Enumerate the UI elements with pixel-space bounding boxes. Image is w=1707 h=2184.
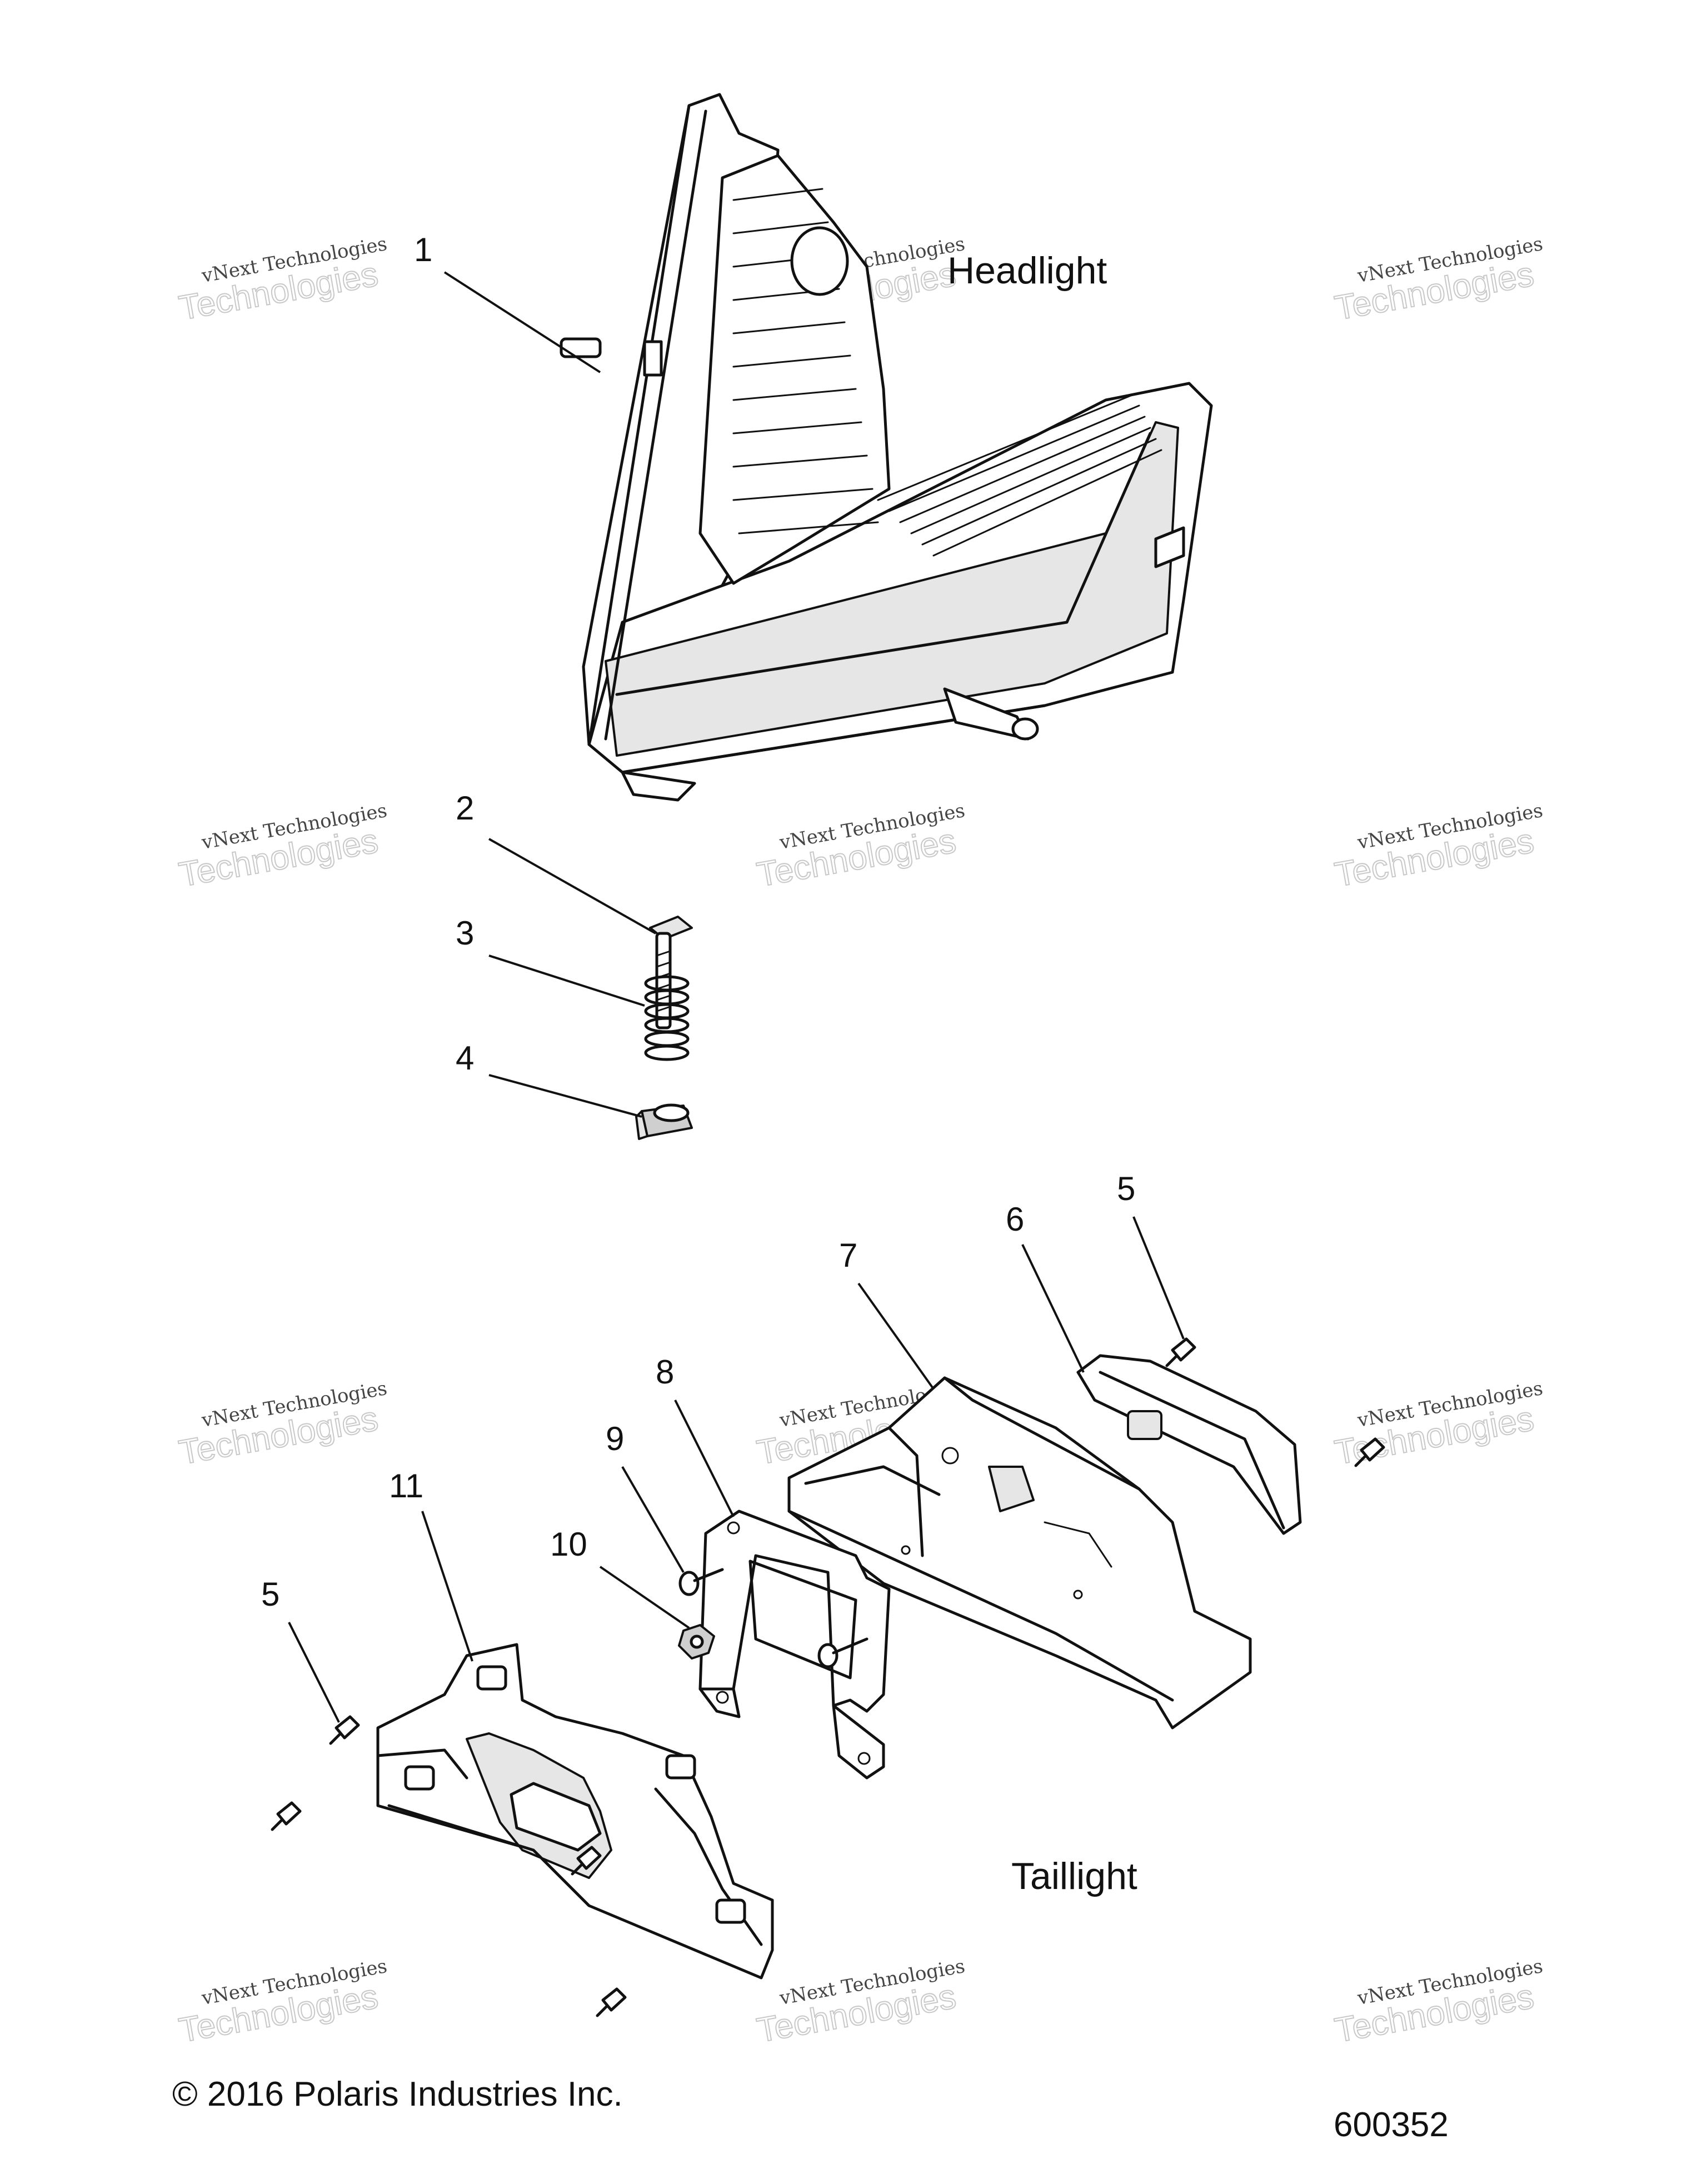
headlight-assembly: [560, 93, 1213, 802]
callout-5-top: 5: [1117, 1170, 1135, 1207]
taillight-housing: [787, 1376, 1252, 1730]
clip-icon: [643, 340, 663, 377]
callout-7: 7: [839, 1237, 857, 1274]
leader-lines: [288, 271, 1185, 1723]
retainer-nut: [635, 1103, 693, 1140]
mount-tab-left-icon: [560, 337, 602, 358]
taillight-cover: [376, 1643, 774, 1980]
watermark-5: Technologies vNext Technologies: [753, 799, 967, 895]
screw-5-lower-left: [271, 1801, 302, 1831]
callout-4: 4: [456, 1039, 474, 1077]
screw-5-bottom: [596, 1987, 627, 2017]
callout-3: 3: [456, 914, 474, 952]
callout-5-left: 5: [261, 1576, 279, 1613]
watermark-1: Technologies vNext Technologies: [176, 233, 389, 328]
callout-9: 9: [606, 1420, 624, 1457]
callout-8: 8: [656, 1353, 674, 1391]
callout-2: 2: [456, 789, 474, 827]
screw-5-right: [1354, 1437, 1385, 1467]
watermark-12: Technologies vNext Technologies: [1331, 1955, 1545, 2051]
section-label-headlight: Headlight: [947, 249, 1107, 292]
section-label-taillight: Taillight: [1011, 1855, 1137, 1897]
callout-10: 10: [550, 1526, 587, 1563]
taillight-lens: [1076, 1354, 1302, 1535]
diagram-number: 600352: [1334, 2106, 1449, 2144]
nut-10: [678, 1624, 715, 1660]
callout-numbers: 1 2 3 4 5 6 7 8 9 10 11 5: [261, 231, 1135, 1613]
screw-5-cover: [571, 1846, 602, 1876]
watermark-11: Technologies vNext Technologies: [753, 1955, 967, 2051]
t-bolt: [649, 916, 693, 1029]
screw-9: [678, 1568, 724, 1596]
watermark-4: Technologies vNext Technologies: [176, 799, 389, 895]
watermark-10: Technologies vNext Technologies: [176, 1955, 389, 2051]
copyright-notice: © 2016 Polaris Industries Inc.: [172, 2075, 623, 2113]
watermark-3: Technologies vNext Technologies: [1331, 233, 1545, 328]
watermark-7: Technologies vNext Technologies: [176, 1377, 389, 1473]
spring: [644, 975, 690, 1061]
screw-bracket: [817, 1637, 869, 1668]
taillight-bracket: [698, 1510, 891, 1780]
screw-5-left: [329, 1715, 360, 1745]
callout-6: 6: [1006, 1201, 1024, 1238]
screw-5-upper: [1165, 1337, 1196, 1367]
callout-11: 11: [389, 1467, 423, 1505]
callout-1: 1: [414, 231, 432, 268]
watermark-6: Technologies vNext Technologies: [1331, 799, 1545, 895]
